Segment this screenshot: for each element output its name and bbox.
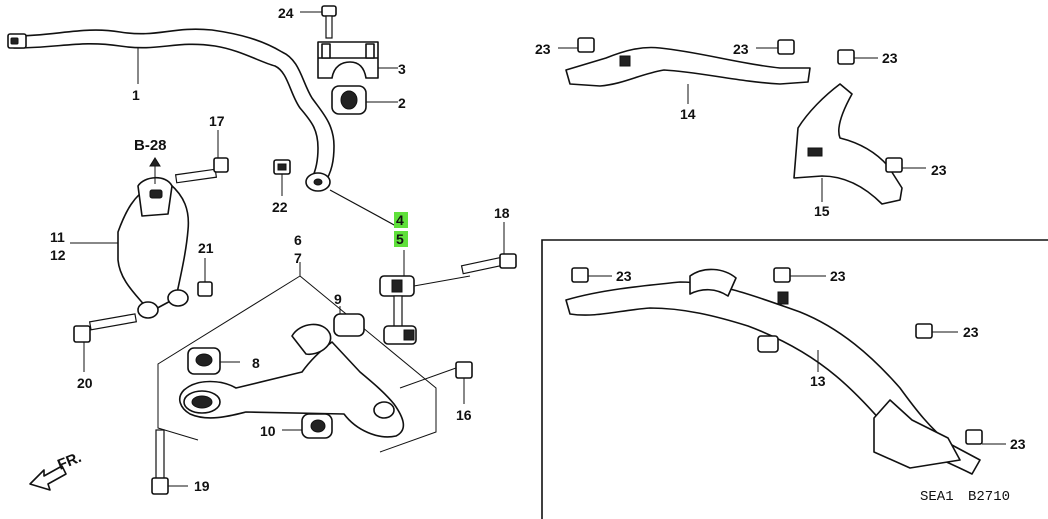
- link-to-bolt-line: [413, 275, 471, 287]
- b28-arrow: [149, 157, 161, 167]
- front-direction-arrow: [29, 465, 67, 491]
- callout-23-f: 23: [830, 268, 846, 284]
- front-stiffener[interactable]: [565, 46, 811, 87]
- callout-23-g: 23: [963, 324, 979, 340]
- callout-23-c: 23: [882, 50, 898, 66]
- callout-20: 20: [77, 375, 93, 391]
- callout-12: 12: [50, 247, 66, 263]
- subframe-nut-2[interactable]: [773, 267, 791, 283]
- callout-15: 15: [814, 203, 830, 219]
- callout-2: 2: [398, 95, 406, 111]
- subframe-bracket[interactable]: [793, 83, 903, 205]
- subframe-panel-frame: [541, 239, 1048, 519]
- callout-7: 7: [294, 250, 302, 266]
- callout-11: 11: [50, 229, 65, 245]
- callout-14: 14: [680, 106, 696, 122]
- subframe-nut-1[interactable]: [571, 267, 589, 283]
- stabilizer-nut[interactable]: [273, 159, 291, 175]
- callout-6: 6: [294, 232, 302, 248]
- subframe-nut-4[interactable]: [965, 429, 983, 445]
- stabilizer-bushing[interactable]: [331, 85, 367, 115]
- callout-19: 19: [194, 478, 210, 494]
- diagram-code-right: B2710: [968, 489, 1010, 505]
- callout-17: 17: [209, 113, 225, 129]
- stabilizer-holder[interactable]: [317, 41, 379, 79]
- callout-5-highlight: [394, 231, 408, 247]
- callout-21: 21: [198, 240, 214, 256]
- front-subframe[interactable]: [565, 268, 981, 475]
- lower-arm-front-bushing[interactable]: [187, 347, 221, 375]
- link-bolt[interactable]: [460, 253, 517, 275]
- nut16-line: [399, 367, 457, 389]
- callout-23-h: 23: [1010, 436, 1026, 452]
- stiffener-nut-left[interactable]: [577, 37, 595, 53]
- compliance-bushing[interactable]: [301, 413, 333, 439]
- callout-23-a: 23: [535, 41, 551, 57]
- callout-23-d: 23: [931, 162, 947, 178]
- lower-arm-bracket-box: [157, 262, 437, 453]
- lower-arm[interactable]: [178, 323, 405, 438]
- stiffener-nut-mid[interactable]: [777, 39, 795, 55]
- callout-24: 24: [278, 5, 294, 21]
- callout-9: 9: [334, 291, 342, 307]
- front-direction-label: FR.: [55, 449, 84, 474]
- diagram-code-left: SEA1: [920, 489, 954, 505]
- knuckle[interactable]: [117, 176, 190, 319]
- callout-5: 5: [396, 231, 404, 247]
- callout-3: 3: [398, 61, 406, 77]
- lower-arm-nut[interactable]: [455, 361, 473, 379]
- lower-knuckle-bolt[interactable]: [73, 313, 138, 343]
- holder-bolt[interactable]: [321, 5, 337, 39]
- callout-23-e: 23: [616, 268, 632, 284]
- callout-4: 4: [396, 212, 404, 228]
- stabilizer-end-joint: [305, 172, 331, 192]
- reference-label: B-28: [134, 137, 167, 154]
- knuckle-bolt[interactable]: [174, 157, 229, 184]
- bracket-nut-bottom[interactable]: [885, 157, 903, 173]
- callout-10: 10: [260, 423, 276, 439]
- subframe-nut-3[interactable]: [915, 323, 933, 339]
- lower-arm-bolt[interactable]: [151, 429, 169, 495]
- bracket-nut-top[interactable]: [837, 49, 855, 65]
- callout-16: 16: [456, 407, 472, 423]
- callout-23-b: 23: [733, 41, 749, 57]
- callout-13: 13: [810, 373, 826, 389]
- callout-18: 18: [494, 205, 510, 221]
- knuckle-nut[interactable]: [197, 281, 213, 297]
- callout-1: 1: [132, 87, 140, 103]
- callout-22: 22: [272, 199, 288, 215]
- callout-8: 8: [252, 355, 260, 371]
- callout-4-highlight: [394, 212, 408, 228]
- lower-arm-rear-bushing[interactable]: [333, 313, 365, 337]
